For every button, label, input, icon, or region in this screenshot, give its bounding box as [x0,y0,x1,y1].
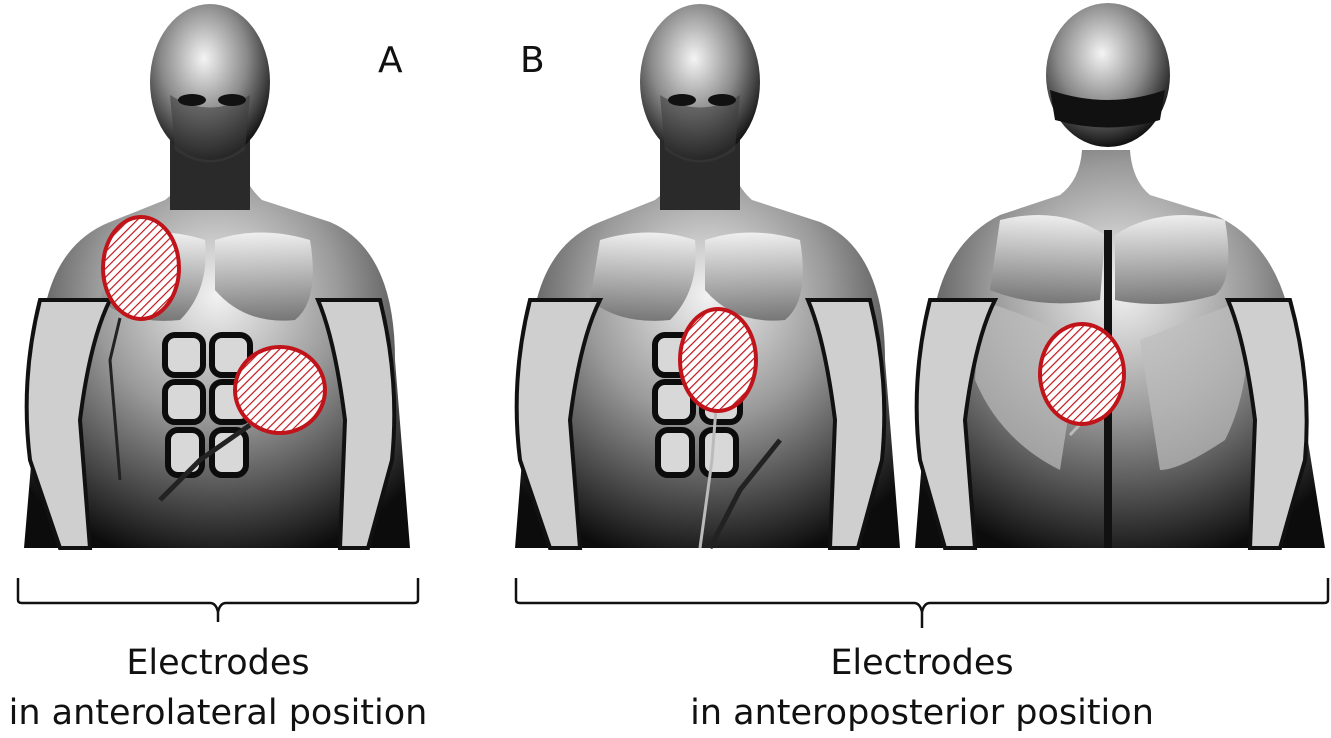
caption-anteroposterior: Electrodes in anteroposterior position [672,638,1172,738]
panel-label-a: A [378,40,403,81]
caption-a-line1: Electrodes [0,638,436,688]
electrode-anterior-apical [680,309,756,411]
torso-front-a [24,4,410,548]
torso-back-b [915,3,1325,548]
electrode-left-lateral [235,347,325,433]
electrode-right-infraclavicular [103,217,179,319]
caption-anterolateral: Electrodes in anterolateral position [0,638,436,738]
electrode-posterior-scapular [1040,324,1124,424]
brace-panel-a [18,578,418,622]
torso-front-b [515,4,900,548]
caption-b-line1: Electrodes [672,638,1172,688]
panel-label-b: B [520,40,545,81]
brace-panel-b [516,578,1328,628]
